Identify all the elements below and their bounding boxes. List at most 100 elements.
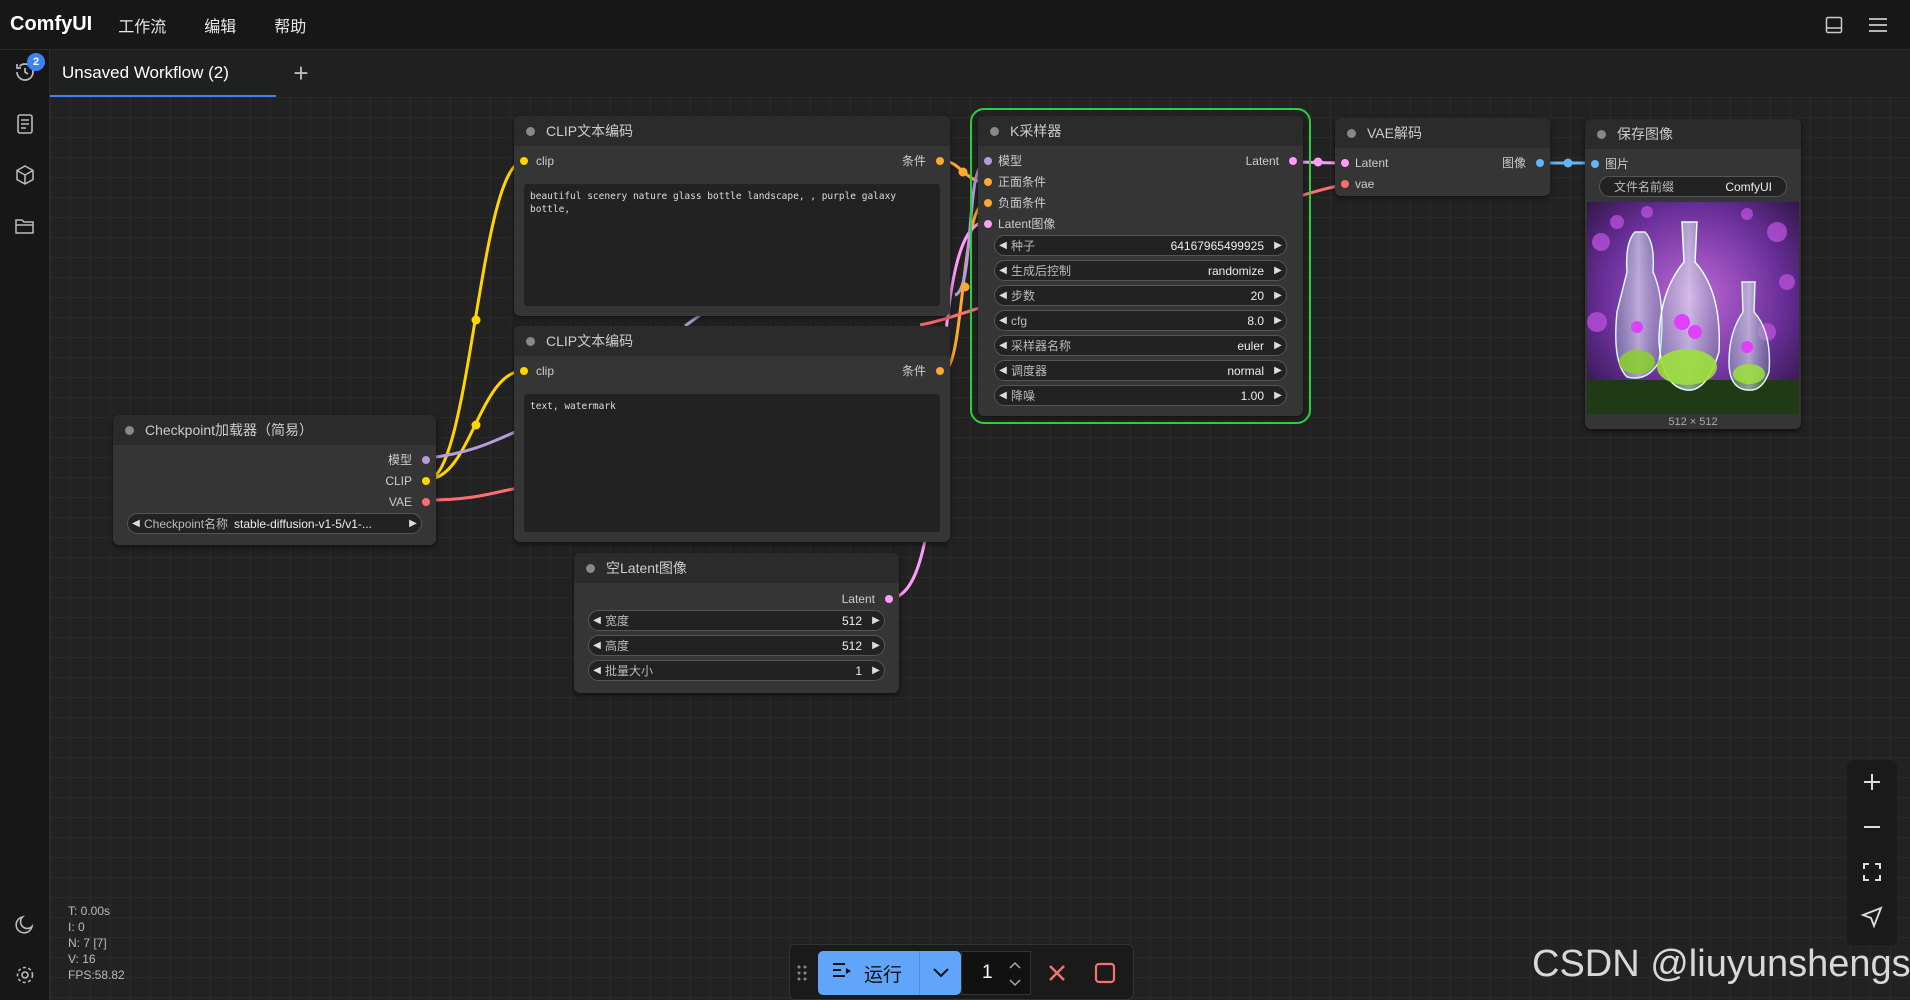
increment-arrow-icon[interactable]: ▶: [1274, 240, 1282, 251]
input-pin-clip[interactable]: [520, 367, 528, 375]
tab-unsaved-workflow[interactable]: Unsaved Workflow (2): [50, 50, 276, 97]
increment-arrow-icon[interactable]: ▶: [872, 615, 880, 626]
node-library-icon[interactable]: [13, 112, 37, 136]
output-pin-latent[interactable]: [885, 595, 893, 603]
increment-arrow-icon[interactable]: ▶: [1274, 315, 1282, 326]
drag-handle-icon[interactable]: [796, 963, 808, 983]
output-pin-conditioning[interactable]: [936, 157, 944, 165]
collapse-dot[interactable]: [1347, 129, 1356, 138]
input-pin-images[interactable]: [1591, 160, 1599, 168]
batch-count-input[interactable]: 1: [961, 951, 1031, 995]
cancel-x-icon[interactable]: [1046, 962, 1068, 984]
decrement-arrow-icon[interactable]: ◀: [593, 615, 601, 626]
checkpoint-name-combo[interactable]: ◀ Checkpoint名称 stable-diffusion-v1-5/v1-…: [127, 513, 422, 534]
collapse-dot[interactable]: [526, 127, 535, 136]
decrement-arrow-icon[interactable]: ◀: [999, 390, 1007, 401]
decrement-arrow-icon[interactable]: ◀: [593, 665, 601, 676]
settings-gear-icon[interactable]: [13, 963, 37, 987]
increment-arrow-icon[interactable]: ▶: [872, 665, 880, 676]
collapse-dot[interactable]: [586, 564, 595, 573]
prev-arrow-icon[interactable]: ◀: [132, 518, 140, 529]
input-pin-clip[interactable]: [520, 157, 528, 165]
count-stepper-icon[interactable]: [1008, 958, 1022, 990]
output-pin-clip[interactable]: [422, 477, 430, 485]
input-pin-negative[interactable]: [984, 199, 992, 207]
menu-edit[interactable]: 编辑: [204, 18, 237, 36]
output-pin-image[interactable]: [1536, 159, 1544, 167]
collapse-dot[interactable]: [526, 337, 535, 346]
theme-toggle-icon[interactable]: [13, 912, 37, 936]
collapse-dot[interactable]: [125, 426, 134, 435]
increment-arrow-icon[interactable]: ▶: [1274, 265, 1282, 276]
collapse-dot[interactable]: [1597, 130, 1606, 139]
menu-workflow[interactable]: 工作流: [118, 18, 167, 36]
input-pin-model[interactable]: [984, 157, 992, 165]
history-icon[interactable]: [13, 60, 37, 84]
output-pin-conditioning[interactable]: [936, 367, 944, 375]
decrement-arrow-icon[interactable]: ◀: [593, 640, 601, 651]
increment-arrow-icon[interactable]: ▶: [1274, 365, 1282, 376]
hamburger-menu-icon[interactable]: [1866, 13, 1890, 37]
node-checkpoint-loader[interactable]: Checkpoint加载器（简易） 模型 CLIP VAE ◀ Checkpoi…: [113, 415, 436, 545]
output-pin-vae[interactable]: [422, 498, 430, 506]
decrement-arrow-icon[interactable]: ◀: [999, 265, 1007, 276]
workflows-folder-icon[interactable]: [13, 214, 37, 238]
node-vae-decode[interactable]: VAE解码 Latent 图像 vae: [1335, 118, 1550, 196]
run-options-chevron-icon[interactable]: [919, 951, 961, 995]
node-clip-text-encode-negative[interactable]: CLIP文本编码 clip 条件 text, watermark: [514, 326, 950, 542]
output-pin-model[interactable]: [422, 456, 430, 464]
node-clip-text-encode-positive[interactable]: CLIP文本编码 clip 条件 beautiful scenery natur…: [514, 116, 950, 316]
decrement-arrow-icon[interactable]: ◀: [999, 365, 1007, 376]
decrement-arrow-icon[interactable]: ◀: [999, 290, 1007, 301]
select-mode-arrow-icon[interactable]: [1860, 905, 1884, 929]
prompt-textarea-positive[interactable]: beautiful scenery nature glass bottle la…: [524, 184, 940, 306]
prompt-textarea-negative[interactable]: text, watermark: [524, 394, 940, 532]
decrement-arrow-icon[interactable]: ◀: [999, 240, 1007, 251]
decrement-arrow-icon[interactable]: ◀: [999, 315, 1007, 326]
filename-prefix-input[interactable]: 文件名前缀 ComfyUI: [1599, 176, 1787, 197]
input-pin-latent-image[interactable]: [984, 220, 992, 228]
collapse-dot[interactable]: [990, 127, 999, 136]
increment-arrow-icon[interactable]: ▶: [1274, 390, 1282, 401]
zoom-in-plus-icon[interactable]: [1860, 770, 1884, 794]
zoom-out-minus-icon[interactable]: [1860, 815, 1884, 839]
run-button[interactable]: 运行: [818, 951, 961, 995]
image-size-label: 512 × 512: [1668, 416, 1718, 428]
model-library-icon[interactable]: [13, 163, 37, 187]
output-pin-latent[interactable]: [1289, 157, 1297, 165]
fit-view-icon[interactable]: [1860, 860, 1884, 884]
toggle-panel-icon[interactable]: [1822, 13, 1846, 37]
increment-arrow-icon[interactable]: ▶: [1274, 290, 1282, 301]
node-title: 保存图像: [1617, 126, 1673, 142]
node-save-image[interactable]: 保存图像 图片 文件名前缀 ComfyUI: [1585, 119, 1801, 429]
next-arrow-icon[interactable]: ▶: [409, 518, 417, 529]
decrement-arrow-icon[interactable]: ◀: [999, 340, 1007, 351]
input-label-clip: clip: [536, 154, 555, 168]
input-pin-vae[interactable]: [1341, 180, 1349, 188]
output-label-conditioning: 条件: [901, 364, 926, 378]
stop-square-icon[interactable]: [1093, 961, 1117, 985]
new-tab-plus-icon[interactable]: +: [293, 58, 309, 88]
input-pin-latent[interactable]: [1341, 159, 1349, 167]
menu-help[interactable]: 帮助: [274, 18, 307, 36]
output-label-latent: Latent: [841, 592, 875, 606]
increment-arrow-icon[interactable]: ▶: [1274, 340, 1282, 351]
left-sidebar: [0, 50, 50, 1000]
output-image-preview[interactable]: [1587, 202, 1799, 414]
output-label-image: 图像: [1501, 156, 1526, 170]
output-label-latent: Latent: [1245, 154, 1279, 168]
increment-arrow-icon[interactable]: ▶: [872, 640, 880, 651]
input-pin-positive[interactable]: [984, 178, 992, 186]
